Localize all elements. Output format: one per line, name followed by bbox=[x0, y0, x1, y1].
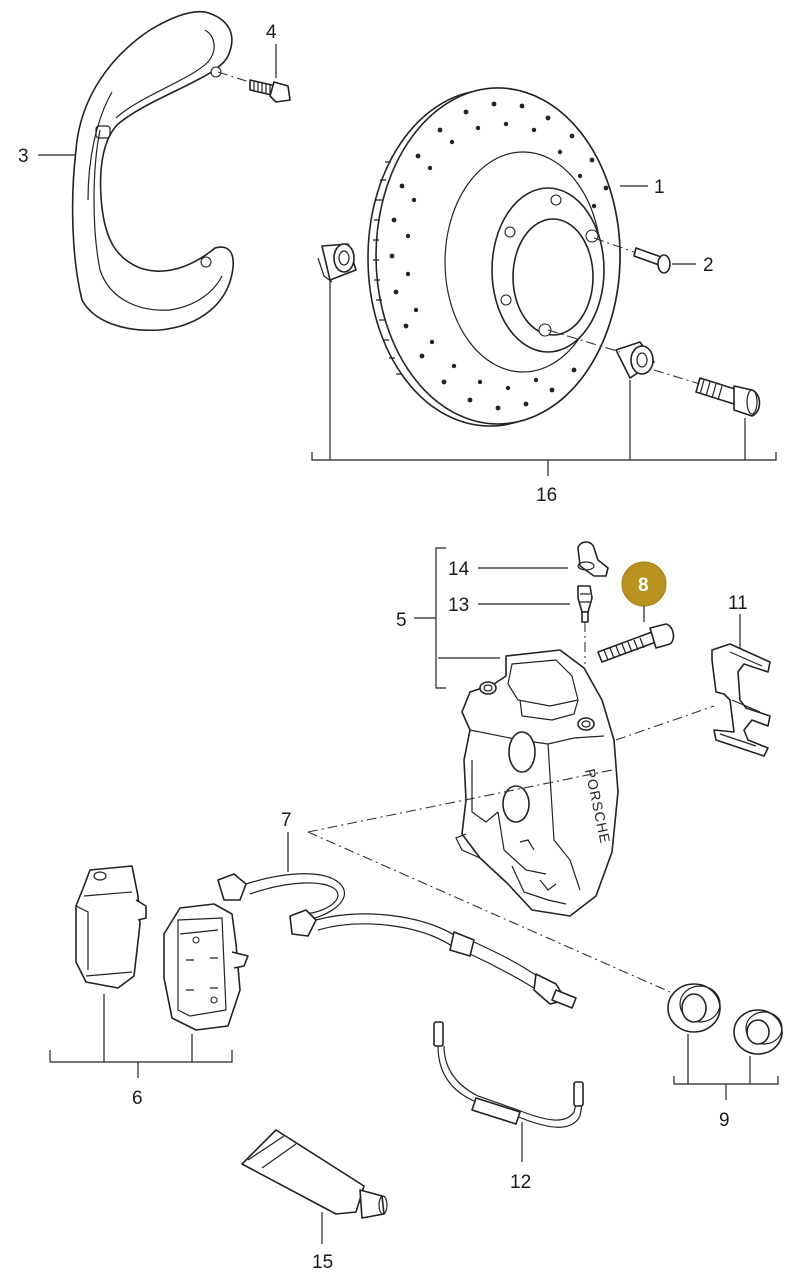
callout-8: 8 bbox=[638, 575, 649, 596]
callout-15: 15 bbox=[312, 1252, 333, 1273]
brake-disc-part-1[interactable] bbox=[367, 87, 621, 427]
bleeder-valve-part-13[interactable] bbox=[577, 585, 593, 623]
wear-sensor-part-7[interactable] bbox=[217, 873, 577, 1009]
callout-16: 16 bbox=[536, 485, 557, 506]
callout-2: 2 bbox=[703, 255, 714, 276]
callout-7: 7 bbox=[281, 810, 292, 831]
grease-tube-part-15[interactable] bbox=[241, 1129, 388, 1219]
spacer-sleeve-left[interactable] bbox=[317, 243, 357, 283]
shield-bolt-part-4[interactable] bbox=[249, 79, 291, 103]
spacer-sleeve-right[interactable] bbox=[615, 341, 655, 379]
piston-seal-large[interactable] bbox=[667, 983, 721, 1033]
callout-5: 5 bbox=[396, 610, 407, 631]
brake-caliper[interactable]: PORSCHE bbox=[455, 649, 619, 917]
wheel-bolt[interactable] bbox=[695, 377, 761, 417]
disc-screw-part-2[interactable] bbox=[633, 247, 671, 274]
group-bracket-9 bbox=[673, 1034, 779, 1100]
caliper-bolt-part-8[interactable] bbox=[597, 623, 675, 663]
callout-3: 3 bbox=[18, 146, 29, 167]
retaining-spring-part-11[interactable] bbox=[711, 643, 771, 757]
piston-seal-small[interactable] bbox=[733, 1009, 783, 1055]
callout-4: 4 bbox=[266, 22, 277, 43]
callout-1: 1 bbox=[654, 177, 665, 198]
callout-9: 9 bbox=[719, 1110, 730, 1131]
group-bracket-16 bbox=[311, 280, 777, 476]
callout-11: 11 bbox=[728, 593, 748, 614]
callout-13: 13 bbox=[448, 595, 469, 616]
group-bracket-6 bbox=[49, 994, 233, 1078]
callout-12: 12 bbox=[510, 1172, 531, 1193]
brake-pad-inner[interactable] bbox=[163, 903, 249, 1031]
callout-14: 14 bbox=[448, 559, 470, 580]
bleeder-cap-part-14[interactable] bbox=[577, 541, 609, 577]
callout-6: 6 bbox=[132, 1088, 143, 1109]
brake-pad-outer[interactable] bbox=[75, 865, 147, 989]
brake-line-part-12[interactable] bbox=[433, 1021, 584, 1128]
dust-shield-part-3[interactable] bbox=[71, 10, 234, 332]
